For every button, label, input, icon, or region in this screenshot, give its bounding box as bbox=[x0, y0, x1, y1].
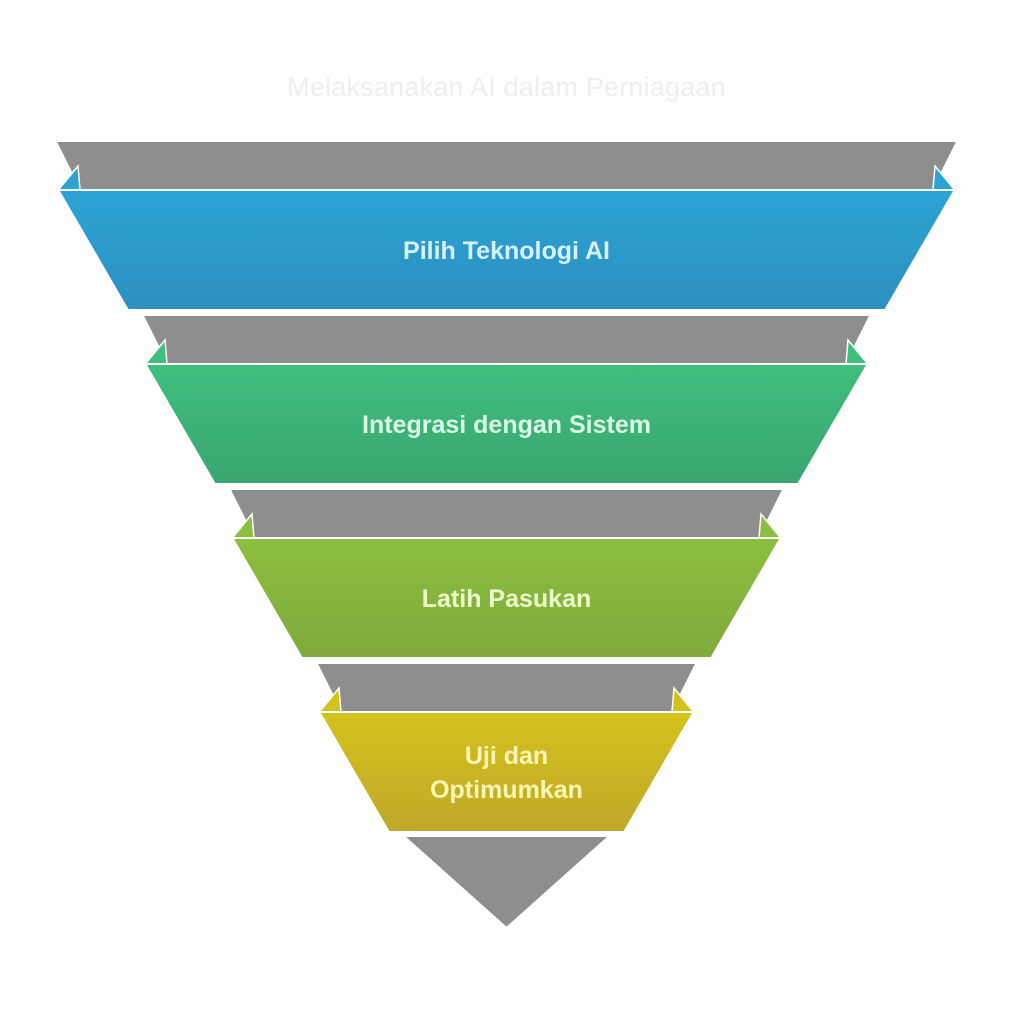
funnel-stage-label: Integrasi dengan Sistem bbox=[362, 411, 651, 439]
funnel-stage-band bbox=[317, 711, 696, 833]
funnel-tip bbox=[400, 835, 613, 930]
funnel-stage-band bbox=[230, 537, 783, 659]
funnel-back-plate bbox=[314, 662, 699, 713]
funnel-back-plate bbox=[53, 140, 960, 191]
funnel-stage-label: Pilih Teknologi AI bbox=[403, 237, 610, 265]
funnel-stage-band bbox=[56, 189, 957, 311]
funnel-back-plate bbox=[140, 314, 873, 365]
funnel-stage-band bbox=[143, 363, 870, 485]
funnel-stage-label: Latih Pasukan bbox=[422, 585, 592, 613]
diagram-title: Melaksanakan AI dalam Perniagaan bbox=[287, 72, 726, 102]
funnel-back-plate bbox=[227, 488, 786, 539]
